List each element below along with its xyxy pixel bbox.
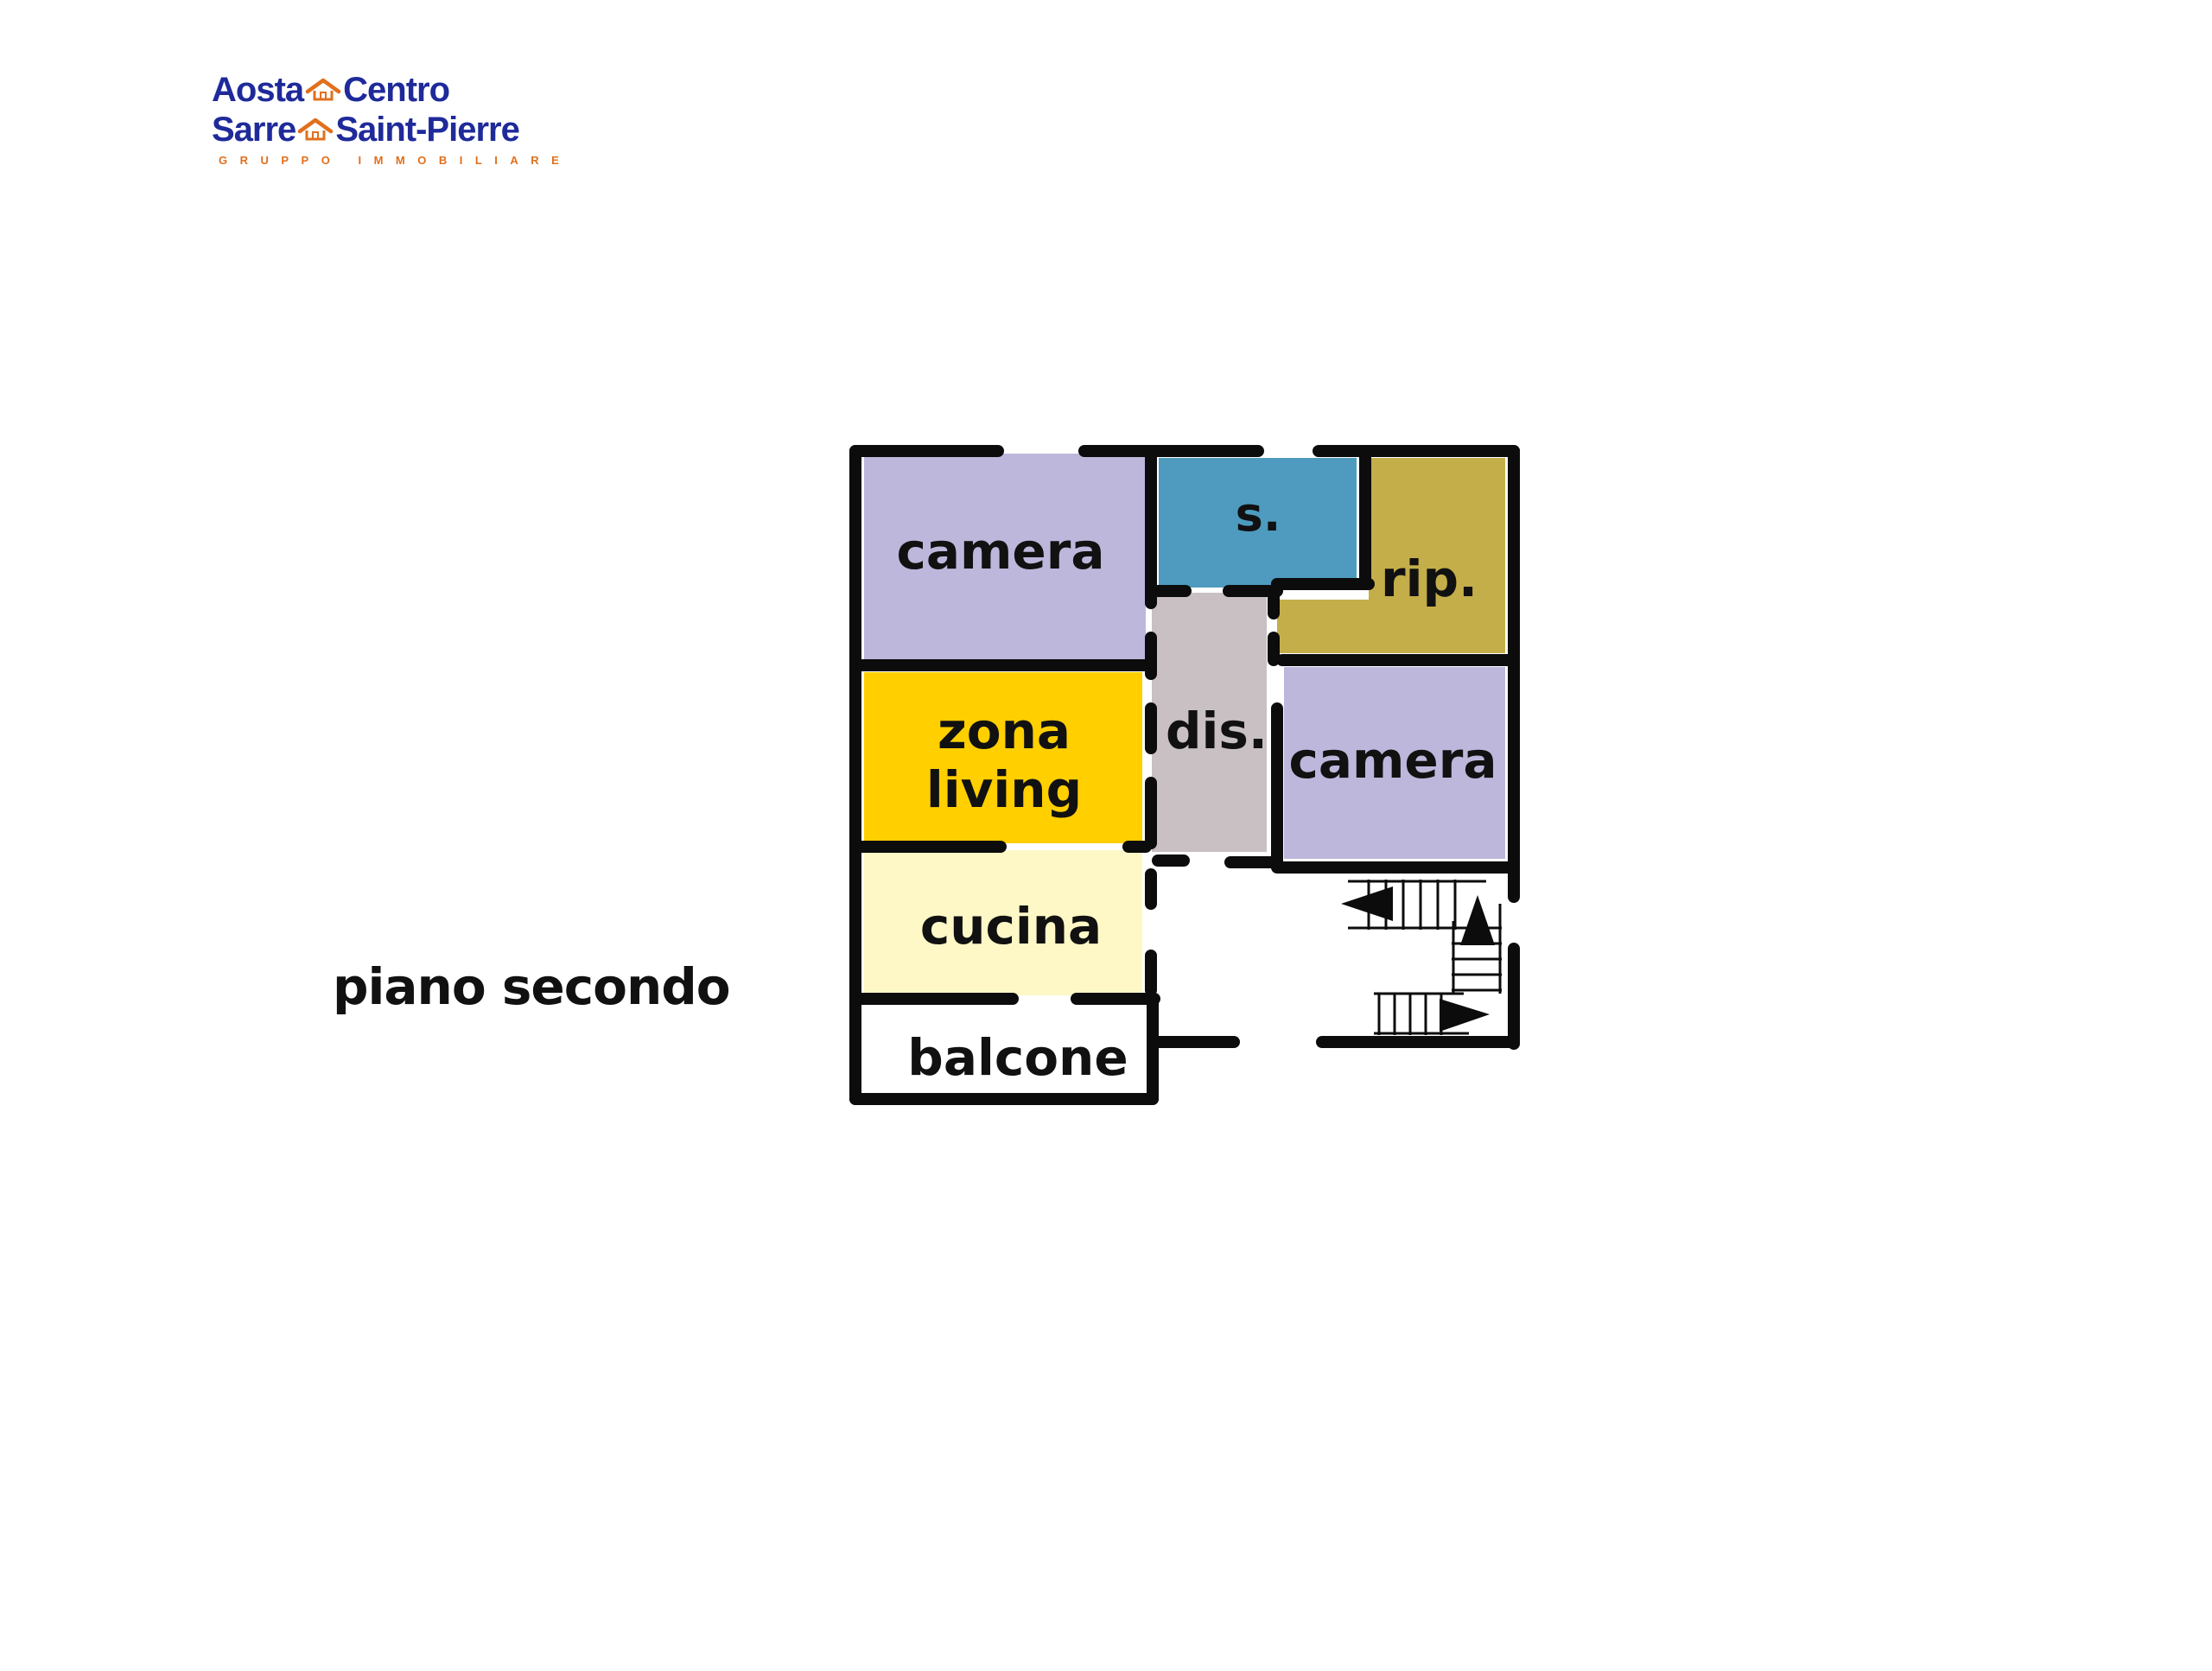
room-label-balcone: balcone: [907, 1028, 1128, 1087]
room-label-ripostiglio: rip.: [1381, 550, 1478, 608]
house-icon: [305, 79, 341, 101]
house-icon: [298, 118, 334, 141]
room-fill-bagno: [1159, 458, 1357, 588]
room-label-bagno: s.: [1236, 487, 1281, 542]
room-fill-camera-nw: [864, 454, 1146, 661]
room-label-zona: zona: [938, 702, 1071, 760]
room-fill-zona-living: [864, 672, 1142, 843]
room-fills: [859, 454, 1505, 1094]
floor-label: piano secondo: [333, 957, 731, 1016]
walls: [849, 445, 1520, 1105]
room-fill-cucina: [864, 850, 1142, 995]
logo-line-1: Aosta Centro: [212, 71, 450, 110]
logo-line-2: Sarre Saint-Pierre: [212, 111, 520, 149]
room-label-camera-nw: camera: [896, 522, 1104, 581]
logo-word-aosta: Aosta: [212, 71, 304, 110]
staircase-icon: [1341, 880, 1502, 1035]
room-label-cucina: cucina: [920, 897, 1102, 956]
logo-word-sarre: Sarre: [212, 111, 296, 149]
room-label-camera-e: camera: [1288, 731, 1497, 790]
logo-word-centro: Centro: [343, 71, 450, 110]
room-label-living: living: [926, 760, 1082, 819]
room-fill-disimpegno: [1152, 593, 1267, 852]
logo-word-saint-pierre: Saint-Pierre: [335, 111, 520, 149]
logo-tagline: GRUPPO IMMOBILIARE: [219, 154, 572, 167]
room-fill-balcone: [859, 1004, 1147, 1094]
room-fill-camera-e: [1284, 667, 1505, 859]
room-fill-ripostiglio: [1277, 458, 1505, 653]
room-label-disimpegno: dis.: [1166, 702, 1268, 760]
